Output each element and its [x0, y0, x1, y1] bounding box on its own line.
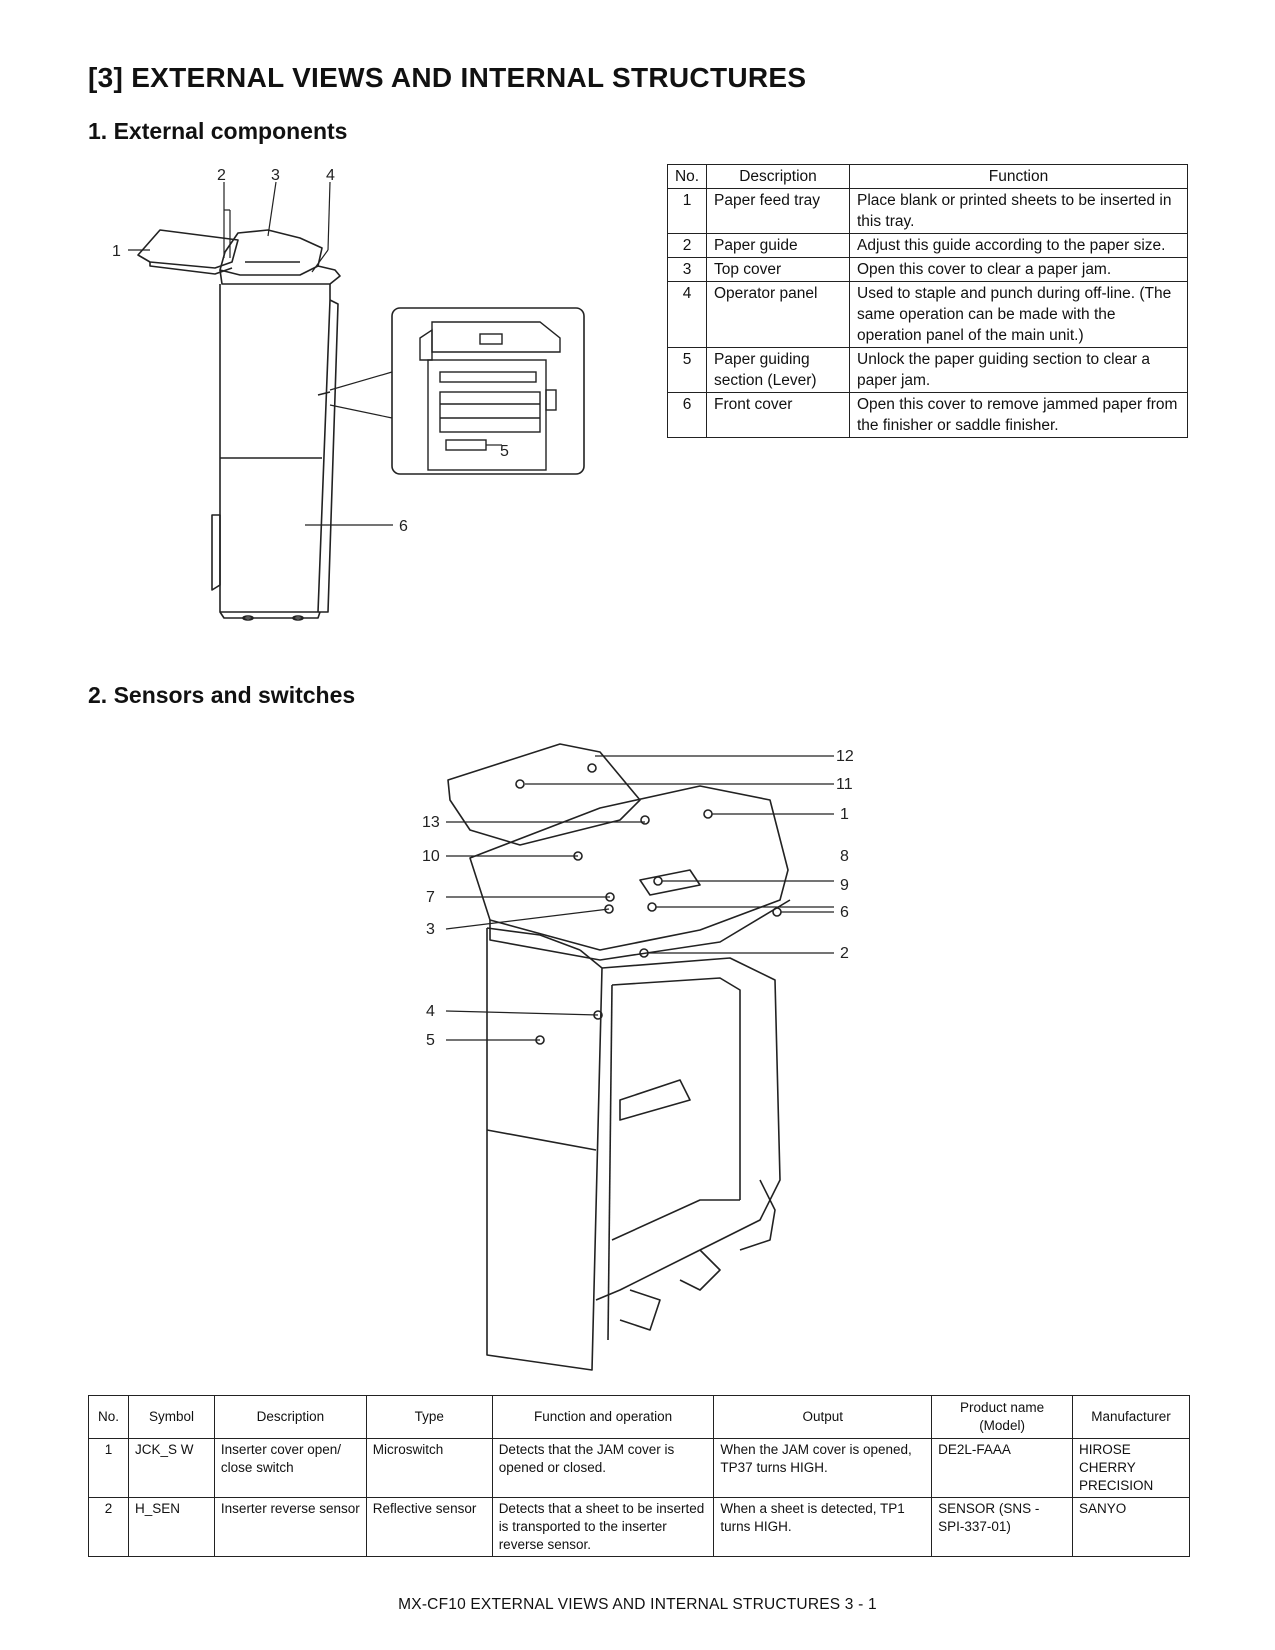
cell-description: Operator panel	[706, 281, 850, 348]
cell-function: Used to staple and punch during off-line…	[849, 281, 1188, 348]
cell-function: Open this cover to remove jammed paper f…	[849, 392, 1188, 438]
cell-no: 6	[667, 392, 707, 438]
cell-symbol: JCK_S W	[127, 1438, 215, 1498]
cell-description: Top cover	[706, 257, 850, 282]
inset-paper-guide-drawing	[419, 321, 561, 471]
header-symbol: Symbol	[127, 1395, 215, 1439]
cell-description: Inserter reverse sensor	[213, 1497, 367, 1557]
cell-function: Detects that the JAM cover is opened or …	[491, 1438, 715, 1498]
header-output: Output	[713, 1395, 933, 1439]
callout-ext-5: 5	[500, 443, 509, 460]
callout-ext-3: 3	[271, 167, 280, 184]
cell-function: Adjust this guide according to the paper…	[849, 233, 1188, 258]
callout-ext-2: 2	[217, 167, 226, 184]
header-function-operation: Function and operation	[491, 1395, 715, 1439]
header-description: Description	[706, 164, 850, 189]
table-row: 5 Paper guiding section (Lever) Unlock t…	[667, 347, 1188, 393]
header-no: No.	[88, 1395, 129, 1439]
callout-ext-1: 1	[112, 243, 121, 260]
cell-no: 2	[667, 233, 707, 258]
table-row: 4 Operator panel Used to staple and punc…	[667, 281, 1188, 348]
cell-description: Paper feed tray	[706, 188, 850, 234]
cell-no: 5	[667, 347, 707, 393]
cell-type: Microswitch	[365, 1438, 493, 1498]
cell-manufacturer: SANYO	[1072, 1497, 1190, 1557]
cell-output: When a sheet is detected, TP1 turns HIGH…	[713, 1497, 933, 1557]
cell-function: Open this cover to clear a paper jam.	[849, 257, 1188, 282]
cell-no: 2	[88, 1497, 129, 1557]
header-description: Description	[213, 1395, 367, 1439]
section-title-external-components: 1. External components	[88, 118, 348, 144]
header-manufacturer: Manufacturer	[1072, 1395, 1190, 1439]
cell-function: Unlock the paper guiding section to clea…	[849, 347, 1188, 393]
cell-output: When the JAM cover is opened, TP37 turns…	[713, 1438, 933, 1498]
cell-description: Paper guiding section (Lever)	[706, 347, 850, 393]
table-row: 3 Top cover Open this cover to clear a p…	[667, 257, 1188, 282]
page-title: [3] EXTERNAL VIEWS AND INTERNAL STRUCTUR…	[88, 62, 807, 93]
table-row: 2 H_SEN Inserter reverse sensor Reflecti…	[88, 1497, 1190, 1557]
table-row: 2 Paper guide Adjust this guide accordin…	[667, 233, 1188, 258]
callout-ext-6: 6	[399, 518, 408, 535]
table-row: 6 Front cover Open this cover to remove …	[667, 392, 1188, 438]
section-title-sensors-switches: 2. Sensors and switches	[88, 682, 356, 708]
header-type: Type	[365, 1395, 493, 1439]
cell-description: Front cover	[706, 392, 850, 438]
header-product-name: Product name (Model)	[931, 1395, 1073, 1439]
cell-function: Place blank or printed sheets to be inse…	[849, 188, 1188, 234]
cell-product: SENSOR (SNS - SPI-337-01)	[931, 1497, 1073, 1557]
table-header-row: No. Description Function	[667, 164, 1188, 189]
inset-frame	[391, 307, 585, 475]
table-row: 1 Paper feed tray Place blank or printed…	[667, 188, 1188, 234]
cell-manufacturer: HIROSE CHERRY PRECISION	[1072, 1438, 1190, 1498]
table-row: 1 JCK_S W Inserter cover open/ close swi…	[88, 1438, 1190, 1498]
cell-type: Reflective sensor	[365, 1497, 493, 1557]
cell-description: Paper guide	[706, 233, 850, 258]
header-no: No.	[667, 164, 707, 189]
sensors-switches-table: No. Symbol Description Type Function and…	[88, 1395, 1190, 1557]
cell-function: Detects that a sheet to be inserted is t…	[491, 1497, 715, 1557]
finisher-exterior-drawing	[128, 181, 393, 621]
cell-product: DE2L-FAAA	[931, 1438, 1073, 1498]
page-footer: MX-CF10 EXTERNAL VIEWS AND INTERNAL STRU…	[398, 1596, 877, 1613]
header-function: Function	[849, 164, 1188, 189]
callout-ext-4: 4	[326, 167, 335, 184]
cell-no: 3	[667, 257, 707, 282]
cell-symbol: H_SEN	[127, 1497, 215, 1557]
external-components-table: No. Description Function 1 Paper feed tr…	[667, 164, 1188, 438]
cell-no: 1	[667, 188, 707, 234]
cell-no: 1	[88, 1438, 129, 1498]
table-header-row: No. Symbol Description Type Function and…	[88, 1395, 1190, 1439]
cell-description: Inserter cover open/ close switch	[213, 1438, 367, 1498]
cell-no: 4	[667, 281, 707, 348]
